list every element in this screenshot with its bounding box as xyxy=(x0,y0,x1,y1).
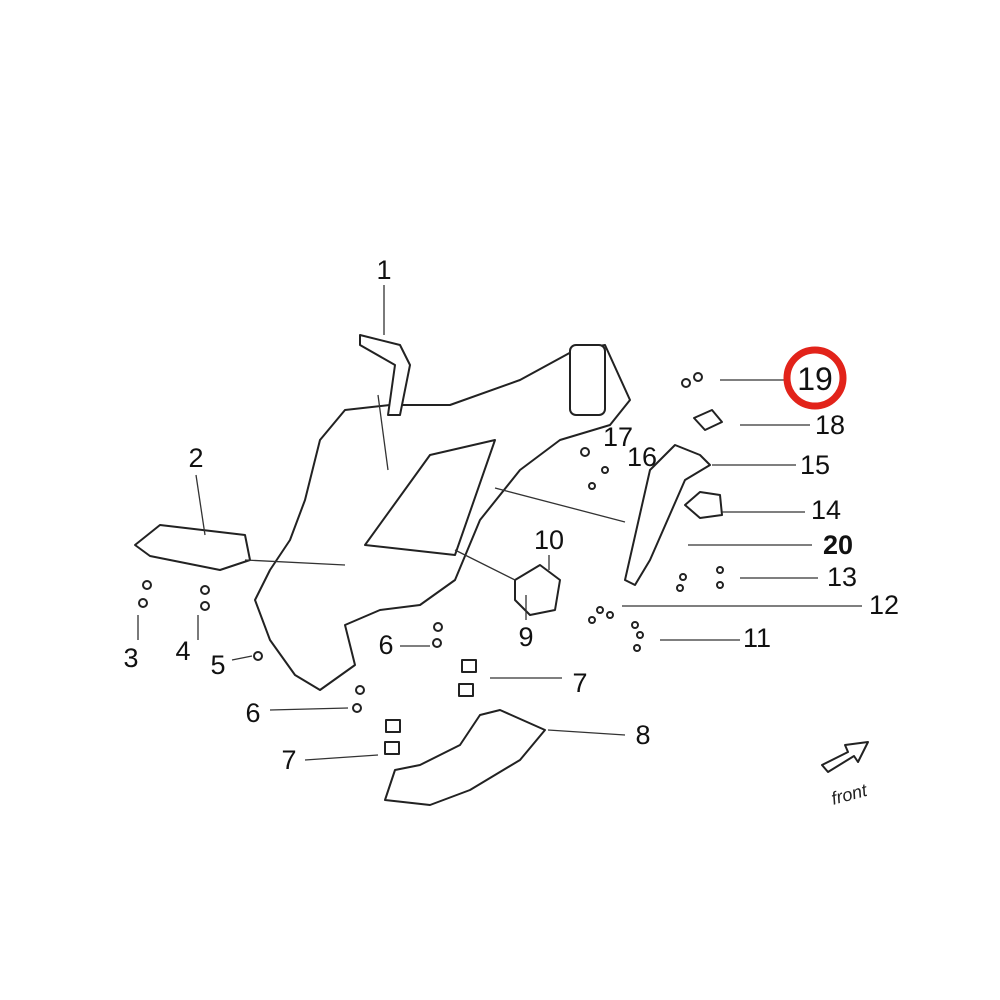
highlight-circle xyxy=(783,346,847,410)
part-14-block xyxy=(684,491,723,519)
callout-1: 1 xyxy=(376,255,391,285)
callout-15: 15 xyxy=(800,450,830,480)
callout-20: 20 xyxy=(823,530,853,560)
callout-13: 13 xyxy=(827,562,857,592)
part-15-bracket xyxy=(624,444,711,586)
frame-main xyxy=(254,344,631,691)
callout-7: 7 xyxy=(572,668,587,698)
part-18-clip xyxy=(693,409,723,431)
callout-6: 6 xyxy=(378,630,393,660)
fasteners xyxy=(138,372,724,755)
callout-7b: 7 xyxy=(281,745,296,775)
callout-2: 2 xyxy=(188,443,203,473)
callout-19: 19 xyxy=(797,361,833,397)
callout-16: 16 xyxy=(627,442,657,472)
part-1-bracket xyxy=(359,334,411,416)
callout-4: 4 xyxy=(175,636,190,666)
callout-11: 11 xyxy=(743,623,771,653)
part-2-plate xyxy=(134,524,251,571)
callout-6b: 6 xyxy=(245,698,260,728)
callout-5: 5 xyxy=(210,650,225,680)
part-9-10-bracket xyxy=(514,564,561,616)
front-label: front xyxy=(829,780,870,809)
callout-17: 17 xyxy=(603,422,633,452)
part-8-skid xyxy=(384,709,546,806)
callout-12: 12 xyxy=(869,590,899,620)
callout-18: 18 xyxy=(815,410,845,440)
callout-10: 10 xyxy=(534,525,564,555)
callout-3: 3 xyxy=(123,643,138,673)
callout-9: 9 xyxy=(518,622,533,652)
callout-labels: 1 2 3 4 5 6 7 6 7 8 9 10 11 12 13 20 14 … xyxy=(123,255,899,775)
callout-8: 8 xyxy=(635,720,650,750)
callout-14: 14 xyxy=(811,495,841,525)
front-arrow-icon xyxy=(821,741,869,773)
leader-lines xyxy=(137,285,862,761)
